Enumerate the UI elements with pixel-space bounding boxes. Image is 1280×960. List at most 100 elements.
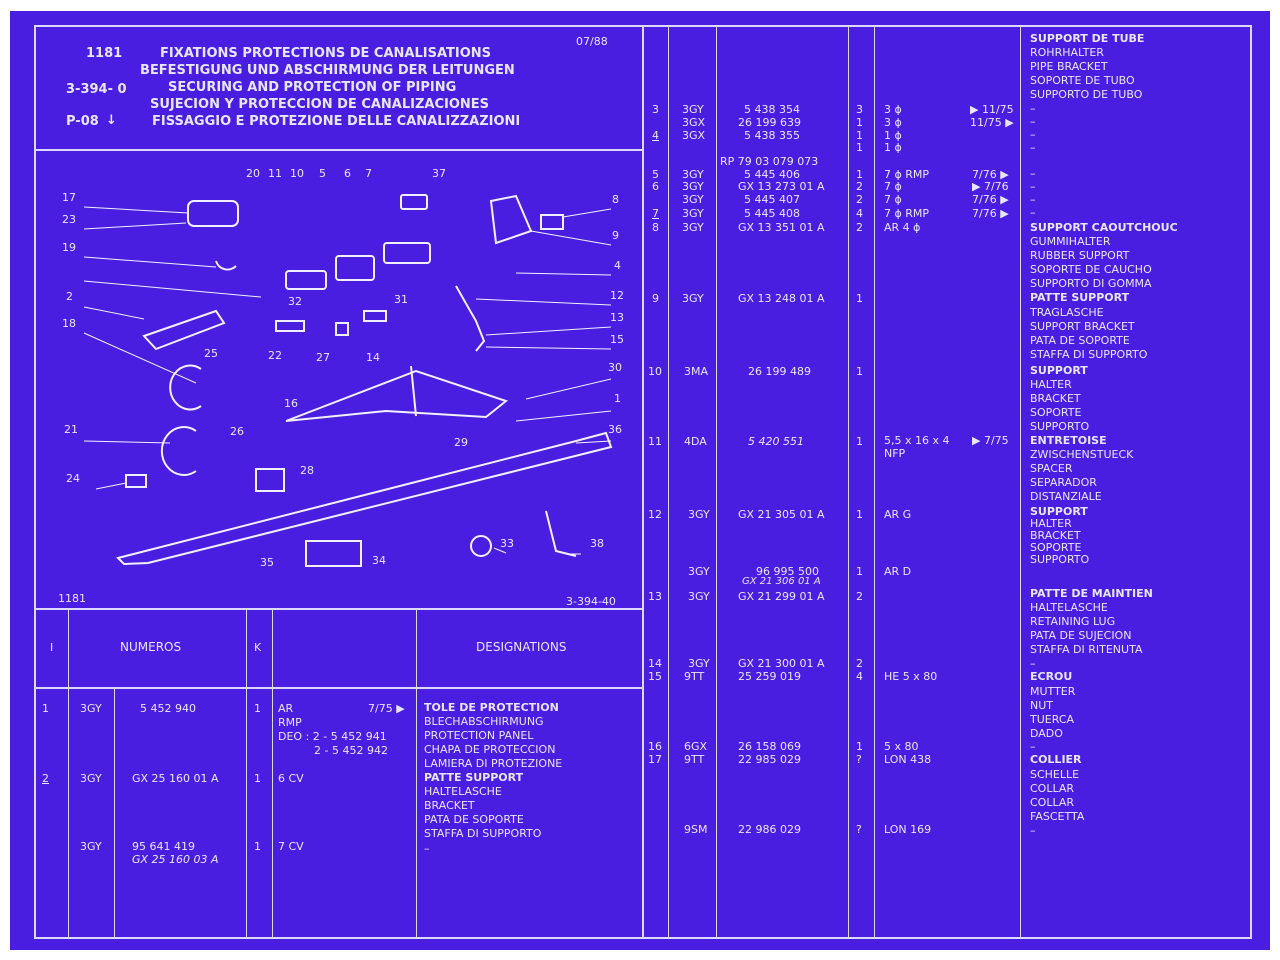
- callout-16: 16: [284, 397, 298, 410]
- row-spec: 1 ϕ: [884, 141, 902, 154]
- col-line-r3: [848, 25, 849, 939]
- row-ref: 22 986 029: [738, 823, 801, 836]
- callout-33: 33: [500, 537, 514, 550]
- row-ref: 5 438 355: [744, 129, 800, 142]
- col-line-r5: [1020, 25, 1021, 939]
- title-es: SUJECION Y PROTECCION DE CANALIZACIONES: [150, 97, 490, 112]
- row-desc: BLECHABSCHIRMUNG: [424, 715, 544, 728]
- col-line-r1: [668, 25, 669, 939]
- designation-line: ZWISCHENSTUECK: [1030, 448, 1134, 461]
- row-code: 3GY: [688, 657, 710, 670]
- callout-21: 21: [64, 423, 78, 436]
- callout-15: 15: [610, 333, 624, 346]
- designation-line: SPACER: [1030, 462, 1073, 475]
- designation-line: ENTRETOISE: [1030, 434, 1107, 447]
- row-spec: AR D: [884, 565, 912, 578]
- row-qty: ?: [856, 823, 862, 836]
- callout-4: 4: [614, 259, 621, 272]
- designation-line: DISTANZIALE: [1030, 490, 1102, 503]
- row-index: 3: [652, 103, 659, 116]
- row-spec: 5 x 80: [884, 740, 919, 753]
- row-ref: 5 445 406: [744, 168, 800, 181]
- callout-29: 29: [454, 436, 468, 449]
- row-code: 3GY: [682, 221, 704, 234]
- row-spec: AR 4 ϕ: [884, 221, 921, 234]
- col-line-4: [272, 610, 273, 937]
- callout-35: 35: [260, 556, 274, 569]
- part-12: [455, 285, 486, 352]
- callout-37: 37: [432, 167, 446, 180]
- callout-7: 7: [365, 167, 372, 180]
- row-desc: PATTE SUPPORT: [424, 771, 524, 784]
- row-qty: 1: [254, 840, 261, 853]
- col-header-numeros: NUMEROS: [120, 640, 182, 654]
- row-index: 9: [652, 292, 659, 305]
- callout-36: 36: [608, 423, 622, 436]
- row-qty: 1: [254, 702, 261, 715]
- row-code: 3GY: [682, 103, 704, 116]
- designation-line: SUPPORT BRACKET: [1030, 320, 1135, 333]
- designation-line: –: [1030, 657, 1036, 670]
- part-31: [363, 310, 387, 322]
- col-line-5: [416, 610, 417, 937]
- row-ref: GX 13 248 01 A: [738, 292, 825, 305]
- part-17-23: [187, 200, 239, 227]
- collar-21: [160, 426, 197, 476]
- designation-line: –: [1030, 141, 1036, 154]
- col-line-r2: [716, 25, 717, 939]
- callout-19: 19: [62, 241, 76, 254]
- row-qty: 2: [856, 657, 863, 670]
- row-code: 3GY: [688, 590, 710, 603]
- designation-line: HALTER: [1030, 517, 1072, 530]
- callout-25: 25: [204, 347, 218, 360]
- designation-line: STAFFA DI RITENUTA: [1030, 643, 1143, 656]
- callout-28: 28: [300, 464, 314, 477]
- row-spec: 6 CV: [278, 772, 304, 785]
- designation-line: PATA DE SUJECION: [1030, 629, 1132, 642]
- part-24: [125, 474, 147, 488]
- row-date: 7/76 ▶: [972, 207, 1009, 220]
- col-line-r4: [874, 25, 875, 939]
- part-27: [275, 320, 305, 332]
- row-index: 15: [648, 670, 662, 683]
- row-index: 10: [648, 365, 662, 378]
- col-line-1: [68, 610, 69, 937]
- row-ref: 5 438 354: [744, 103, 800, 116]
- designation-line: HALTELASCHE: [1030, 601, 1108, 614]
- designation-line: SUPPORTO: [1030, 553, 1090, 566]
- row-qty: 4: [856, 207, 863, 220]
- designation-line: TUERCA: [1030, 713, 1075, 726]
- row-code: 3GY: [80, 772, 102, 785]
- row-qty: 1: [856, 292, 863, 305]
- row-code: 9TT: [684, 670, 705, 683]
- callout-13: 13: [610, 311, 624, 324]
- designation-line: RUBBER SUPPORT: [1030, 249, 1130, 262]
- callout-32: 32: [288, 295, 302, 308]
- designation-line: –: [1030, 193, 1036, 206]
- bracket-8: [489, 194, 533, 245]
- callout-38: 38: [590, 537, 604, 550]
- designation-line: SUPPORTO DI GOMMA: [1030, 277, 1152, 290]
- row-index: 13: [648, 590, 662, 603]
- row-code: 6GX: [684, 740, 708, 753]
- rubber-support-5: [285, 270, 327, 290]
- callout-34: 34: [372, 554, 386, 567]
- callout-22: 22: [268, 349, 282, 362]
- row-qty: 1: [856, 168, 863, 181]
- designation-line: GUMMIHALTER: [1030, 235, 1111, 248]
- row-code: 3MA: [684, 365, 709, 378]
- callout-23: 23: [62, 213, 76, 226]
- row-ref-alt: GX 25 160 03 A: [132, 853, 219, 866]
- row-spec: 5,5 x 16 x 4: [884, 434, 950, 447]
- col-header-i: I: [50, 641, 54, 654]
- row-desc: HALTELASCHE: [424, 785, 502, 798]
- row-spec: 1 ϕ: [884, 129, 902, 142]
- title-fr: FIXATIONS PROTECTIONS DE CANALISATIONS: [160, 46, 491, 61]
- callout-8: 8: [612, 193, 619, 206]
- callout-24: 24: [66, 472, 80, 485]
- row-spec: 7 ϕ: [884, 180, 902, 193]
- designation-line: DADO: [1030, 727, 1063, 740]
- row-qty: 1: [254, 772, 261, 785]
- row-code: 3GY: [80, 840, 102, 853]
- title-de: BEFESTIGUNG UND ABSCHIRMUNG DER LEITUNGE…: [140, 63, 515, 78]
